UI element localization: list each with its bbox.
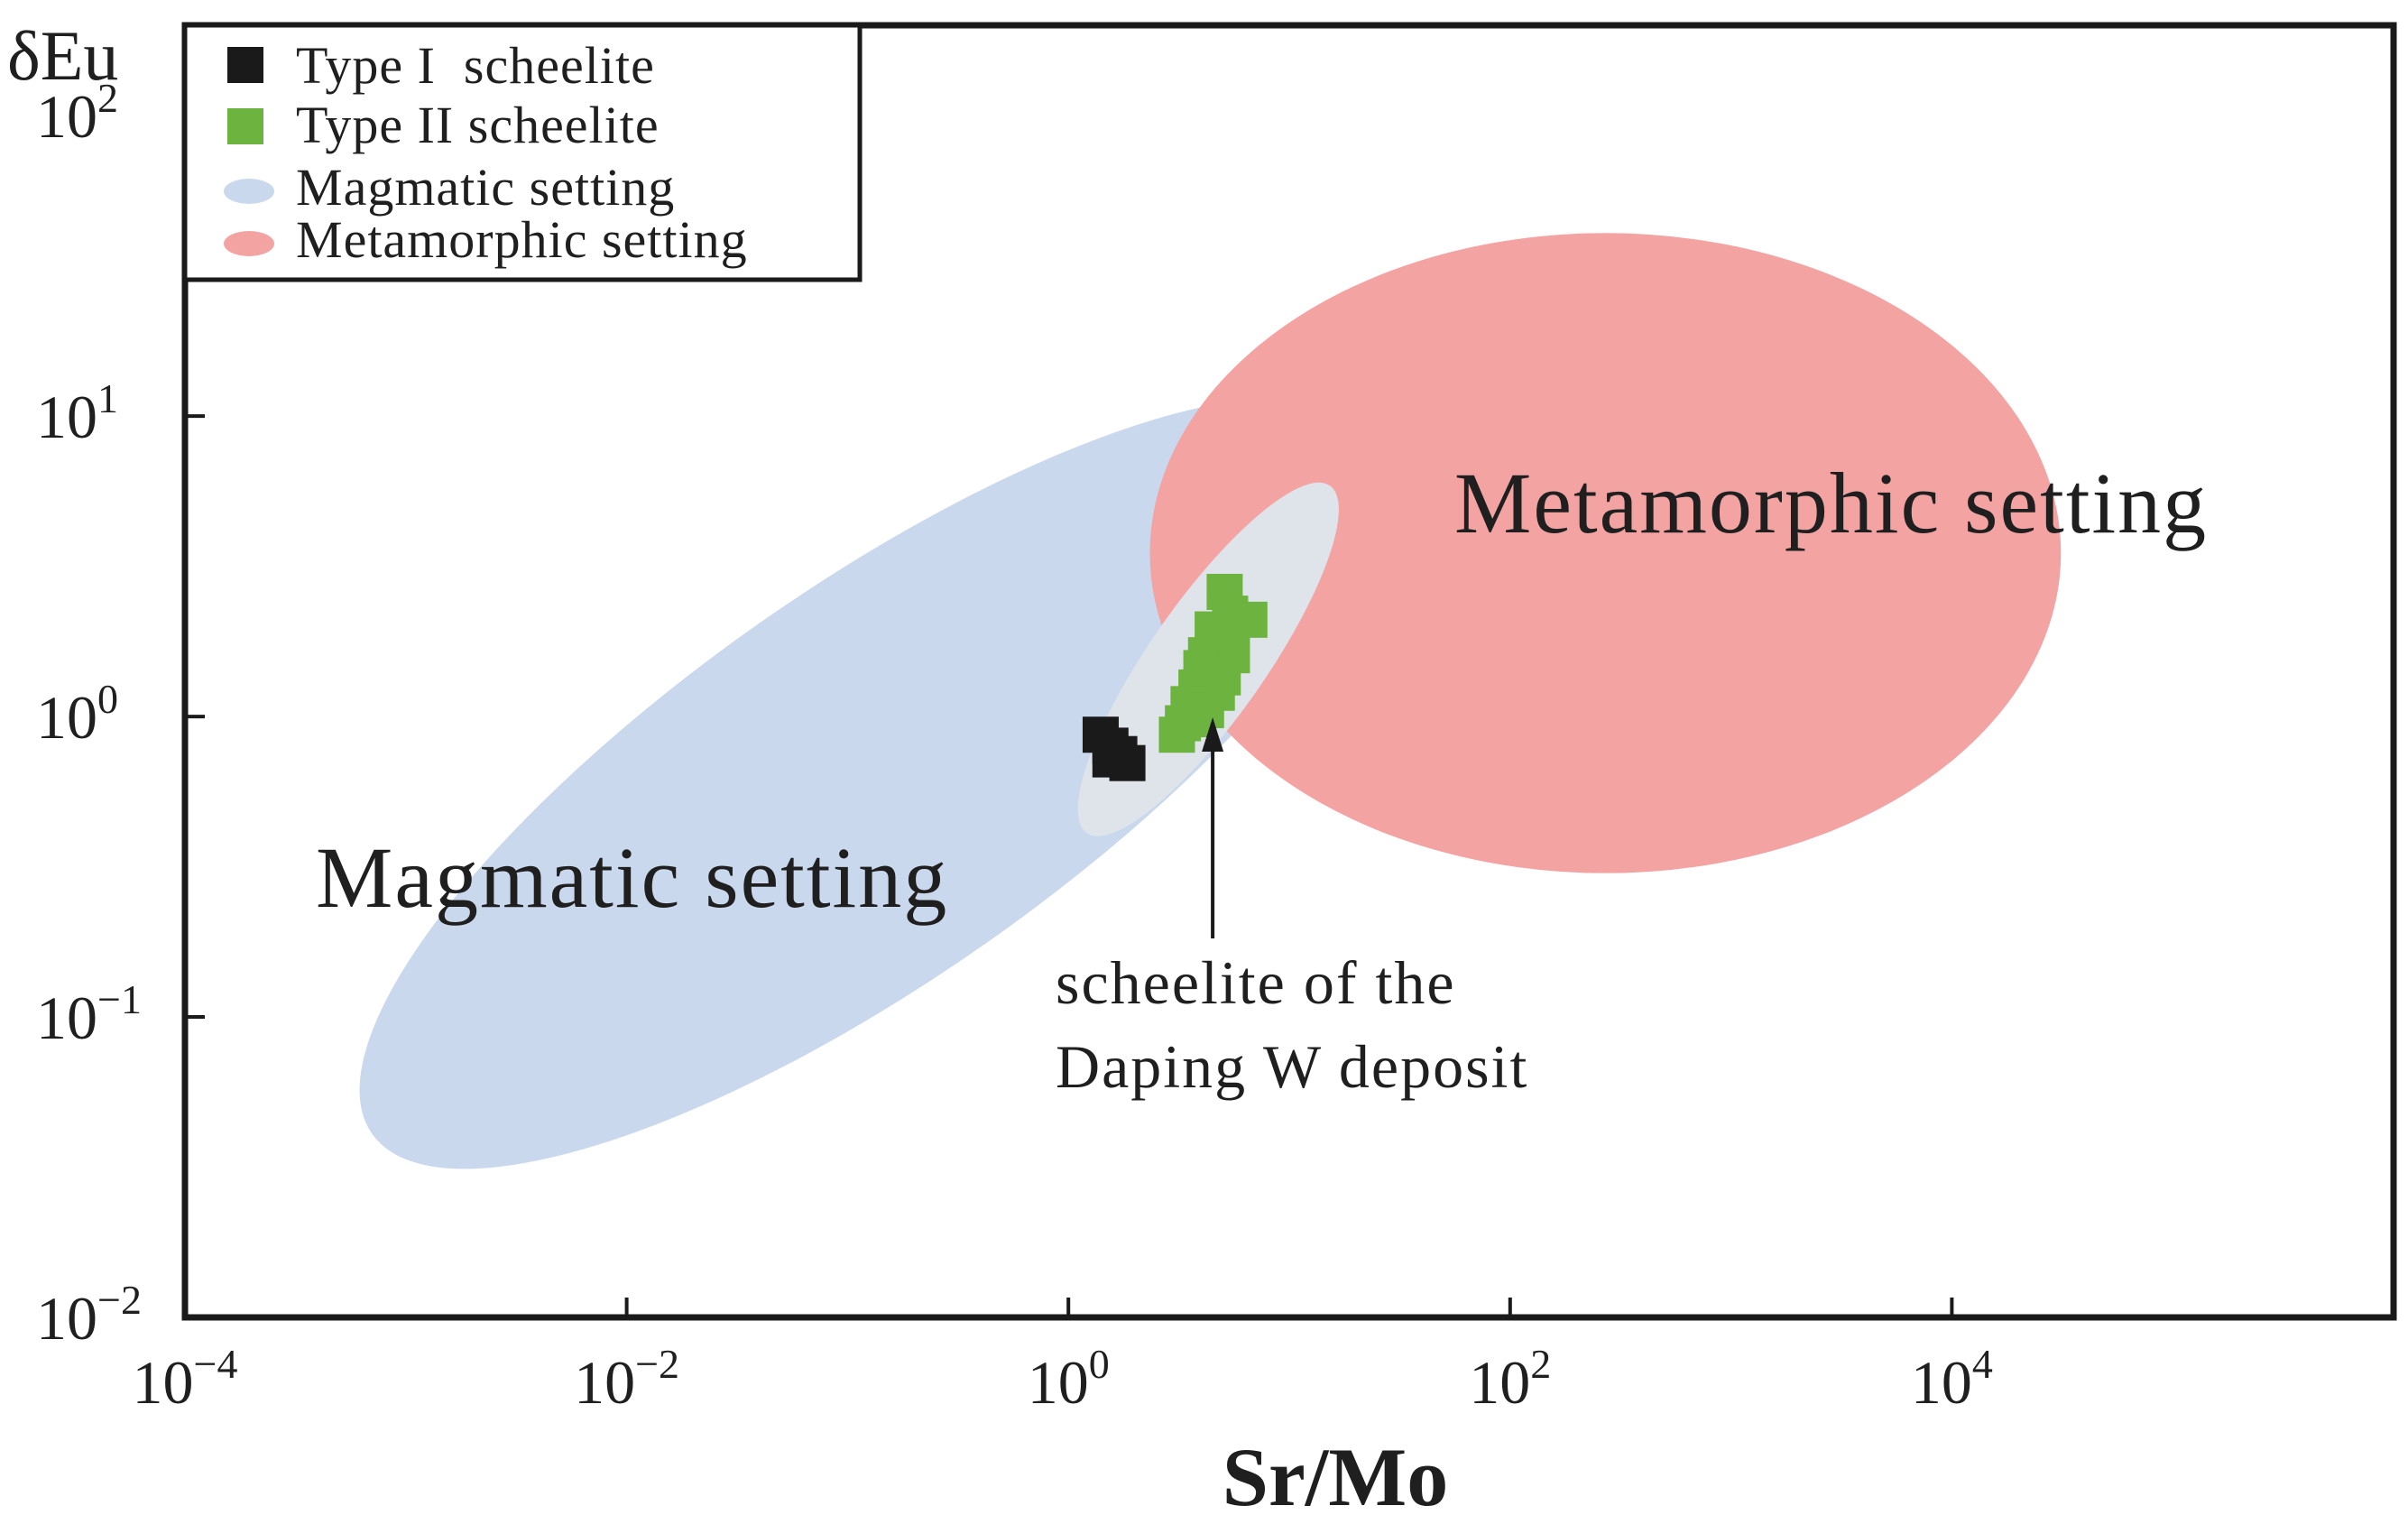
region-label-magmatic: Magmatic setting [316, 829, 948, 926]
annotation-text-line2: Daping W deposit [1056, 1032, 1528, 1101]
region-label-metamorphic: Metamorphic setting [1454, 455, 2208, 551]
region-magmatic-setting [359, 397, 1387, 1169]
y-axis-label: δEu [7, 16, 118, 95]
legend: Type I scheelite Type II scheelite Magma… [182, 23, 863, 282]
x-tick-label: 100 [1028, 1341, 1110, 1417]
legend-marker-metamorphic [224, 231, 274, 256]
setting-regions: Magmatic setting Metamorphic setting [316, 233, 2208, 1169]
y-tick-label: 100 [36, 676, 118, 752]
legend-label-magmatic: Magmatic setting [296, 158, 675, 217]
legend-marker-type2 [227, 108, 263, 144]
y-tick-label: 10−2 [36, 1277, 142, 1353]
legend-marker-magmatic [224, 179, 274, 204]
x-tick-label: 102 [1469, 1341, 1551, 1417]
x-tick-label: 10−2 [574, 1341, 679, 1417]
legend-marker-type1 [227, 47, 263, 83]
region-metamorphic-setting [1149, 233, 2062, 873]
annotation-arrowhead [1202, 717, 1224, 753]
x-axis-label: Sr/Mo [1222, 1431, 1448, 1515]
x-tick-label: 10−4 [133, 1341, 238, 1417]
point-type-i-scheelite [1092, 741, 1129, 778]
legend-label-metamorphic: Metamorphic setting [296, 210, 748, 269]
y-tick-label: 10−1 [36, 976, 142, 1052]
data-points [1082, 573, 1268, 781]
y-tick-label: 101 [36, 375, 118, 451]
y-axis-ticks: 10−2 10−1 100 101 102 [36, 75, 205, 1353]
x-axis-ticks: 10−4 10−2 100 102 104 [133, 1298, 1993, 1417]
legend-label-type1: Type I scheelite [296, 36, 655, 95]
annotation-text-line1: scheelite of the [1056, 948, 1456, 1017]
point-type-ii-scheelite [1158, 716, 1195, 753]
x-tick-label: 104 [1911, 1341, 1993, 1417]
y-tick-label: 102 [36, 75, 118, 151]
legend-label-type2: Type II scheelite [296, 96, 660, 154]
legend-box [182, 23, 863, 282]
plot-frame [181, 22, 2397, 1321]
annotation: scheelite of the Daping W deposit [1056, 717, 1528, 1101]
